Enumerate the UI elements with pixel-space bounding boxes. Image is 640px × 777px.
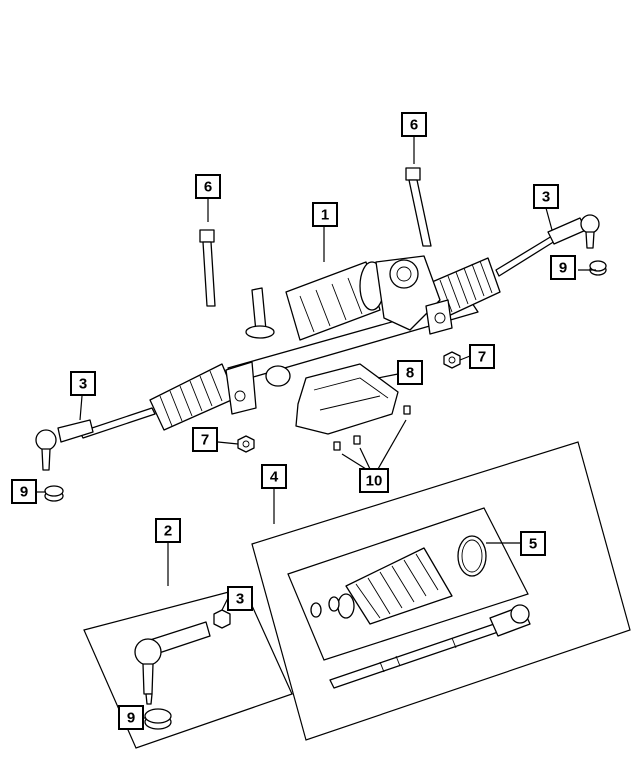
callout-2: 2 <box>155 518 181 543</box>
callout-9-left: 9 <box>11 479 37 504</box>
callout-3-detail-label: 3 <box>236 591 244 608</box>
callout-9-right-label: 9 <box>559 260 567 277</box>
callout-10-label: 10 <box>366 473 383 490</box>
right-tie-rod-end <box>547 214 600 249</box>
callout-1-label: 1 <box>321 207 329 224</box>
callout-6-left-label: 6 <box>204 179 212 196</box>
callout-9-left-label: 9 <box>20 484 28 501</box>
callout-6-right-label: 6 <box>410 117 418 134</box>
nut-left <box>237 435 255 453</box>
callout-4-label: 4 <box>270 469 279 486</box>
bolt-right <box>405 167 432 247</box>
gear-housing <box>375 255 441 331</box>
callout-3-right-label: 3 <box>542 189 550 206</box>
callout-3-right: 3 <box>533 184 559 209</box>
bolt-left <box>199 229 216 307</box>
tie-rod-nut-right <box>589 260 607 276</box>
leader-lines <box>36 137 596 719</box>
callout-7-left: 7 <box>192 427 218 452</box>
left-bellows-boot <box>149 363 237 431</box>
callout-9-detail: 9 <box>118 705 144 730</box>
tie-rod-end-detail <box>83 587 293 749</box>
right-mount-bracket <box>425 299 453 335</box>
callout-4: 4 <box>261 464 287 489</box>
detail-nut <box>144 708 172 730</box>
tie-rod-nut-left <box>44 485 64 502</box>
heat-shield <box>295 363 399 435</box>
callout-6-left: 6 <box>195 174 221 199</box>
callout-3-left-label: 3 <box>79 376 87 393</box>
left-mount-bracket <box>225 361 257 415</box>
left-tie-rod-end <box>35 419 94 471</box>
callout-10: 10 <box>359 468 389 493</box>
rack-fitting <box>265 365 291 387</box>
callout-9-right: 9 <box>550 255 576 280</box>
shield-screws <box>333 405 411 451</box>
callout-1: 1 <box>312 202 338 227</box>
callout-3-left: 3 <box>70 371 96 396</box>
callout-5: 5 <box>520 531 546 556</box>
steering-gear-assembly <box>35 214 600 471</box>
callout-5-label: 5 <box>529 536 537 553</box>
callout-7-right-label: 7 <box>478 349 486 366</box>
callout-2-label: 2 <box>164 523 172 540</box>
input-shaft <box>245 287 275 339</box>
inner-tie-rod-kit <box>251 441 631 741</box>
callout-6-right: 6 <box>401 112 427 137</box>
nut-right <box>443 351 461 369</box>
callout-7-right: 7 <box>469 344 495 369</box>
callout-3-detail: 3 <box>227 586 253 611</box>
callout-8: 8 <box>397 360 423 385</box>
callout-8-label: 8 <box>406 365 414 382</box>
callout-7-left-label: 7 <box>201 432 209 449</box>
callout-9-detail-label: 9 <box>127 710 135 727</box>
